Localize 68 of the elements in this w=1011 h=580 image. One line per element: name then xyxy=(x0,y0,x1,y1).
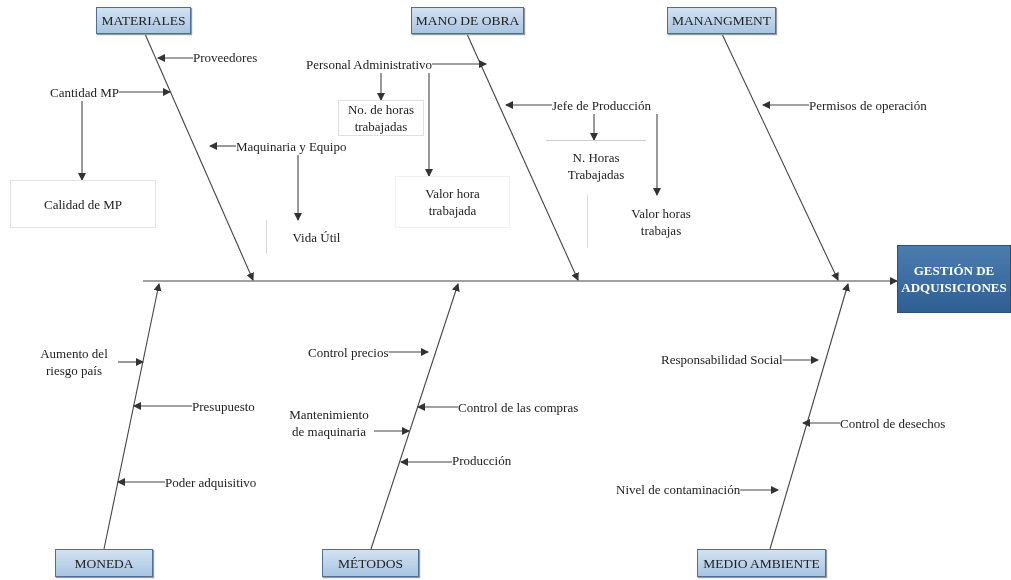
arrow xyxy=(133,402,193,410)
cause-text: Proveedores xyxy=(193,49,258,66)
arrow xyxy=(653,113,661,196)
cause-text: Mantenimiento de maquinaria xyxy=(284,406,374,440)
arrow xyxy=(739,486,779,494)
arrow xyxy=(209,142,237,150)
cause-text: Personal Administrativo xyxy=(306,56,433,73)
category-box xyxy=(96,7,191,34)
cause-text: Responsabilidad Social xyxy=(661,351,783,368)
cause-text: Control de las compras xyxy=(458,399,579,416)
sub-cause-text: N. Horas Trabajadas xyxy=(566,148,626,183)
category-box xyxy=(667,7,776,34)
category-label: MATERIALES xyxy=(101,12,186,29)
cause-text: Control precios xyxy=(308,344,389,361)
category-label: MEDIO AMBIENTE xyxy=(703,554,820,572)
arrow xyxy=(769,283,850,550)
cause-text: Maquinaria y Equipo xyxy=(236,138,347,155)
category-label: GESTIÓN DE ADQUISICIONES xyxy=(900,262,1008,296)
category-box xyxy=(697,549,826,577)
arrow xyxy=(78,100,86,181)
arrow xyxy=(373,427,410,435)
arrow xyxy=(117,478,166,486)
cause-text: Permisos de operación xyxy=(809,97,927,114)
arrow xyxy=(466,33,579,281)
category-label: MÉTODOS xyxy=(338,554,403,572)
sub-cause-text: No. de horas trabajadas xyxy=(346,101,416,135)
sub-cause-box xyxy=(395,176,510,228)
arrow xyxy=(431,60,487,68)
arrow xyxy=(590,113,598,141)
cause-text: Nivel de contaminación xyxy=(616,481,741,498)
arrow xyxy=(417,403,459,411)
arrow xyxy=(721,33,839,281)
arrow xyxy=(802,419,841,427)
arrow xyxy=(142,277,898,285)
arrow xyxy=(103,283,162,550)
sub-cause-box xyxy=(338,100,424,136)
arrow xyxy=(117,358,144,366)
arrow xyxy=(118,88,171,96)
cause-text: Presupuesto xyxy=(192,398,255,415)
arrow xyxy=(370,283,460,550)
arrow xyxy=(400,458,453,466)
sub-cause-text: Calidad de MP xyxy=(44,195,122,213)
category-label: MANO DE OBRA xyxy=(415,12,520,29)
arrow xyxy=(782,356,819,364)
arrow xyxy=(762,101,810,109)
sub-cause-box xyxy=(10,180,156,228)
category-box xyxy=(55,549,153,577)
arrow xyxy=(144,33,254,281)
arrow xyxy=(294,154,302,221)
arrow xyxy=(425,72,433,177)
arrow xyxy=(387,348,429,356)
sub-cause-text: Vida Útil xyxy=(292,228,341,246)
cause-text: Jefe de Producción xyxy=(552,97,660,114)
category-box xyxy=(322,549,419,577)
category-label: MANANGMENT xyxy=(672,12,771,29)
category-label: MONEDA xyxy=(74,554,134,572)
sub-cause-text: Valor horas trabajas xyxy=(630,204,692,239)
cause-text: Aumento del riesgo país xyxy=(30,345,118,379)
arrow xyxy=(157,54,194,62)
category-box xyxy=(411,7,524,34)
cause-text: Control de desechos xyxy=(840,415,946,432)
sub-cause-text: Valor hora trabajada xyxy=(424,185,481,219)
cause-text: Poder adquisitivo xyxy=(165,474,257,491)
effect-box xyxy=(897,245,1011,313)
arrow xyxy=(505,101,553,109)
arrow xyxy=(377,72,385,101)
cause-text: Cantidad MP xyxy=(50,84,119,101)
cause-text: Producción xyxy=(452,452,512,469)
